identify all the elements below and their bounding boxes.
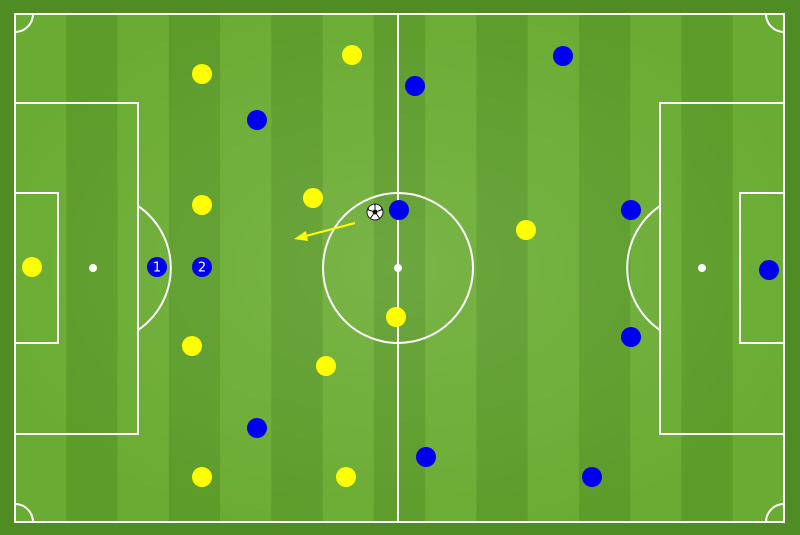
player-marker	[192, 195, 212, 215]
player-marker	[247, 418, 267, 438]
player-marker	[516, 220, 536, 240]
player-marker	[192, 257, 212, 277]
player-marker	[147, 257, 167, 277]
yellow-player	[182, 336, 202, 356]
blue-player	[553, 46, 573, 66]
player-marker	[316, 356, 336, 376]
blue-player	[247, 110, 267, 130]
player-marker	[22, 257, 42, 277]
yellow-player	[386, 307, 406, 327]
player-marker	[247, 110, 267, 130]
pass-arrow-head	[294, 231, 308, 241]
player-marker	[336, 467, 356, 487]
player-marker	[582, 467, 602, 487]
yellow-player	[192, 195, 212, 215]
corner-arc-top-left	[14, 13, 34, 33]
left-penalty-spot	[89, 264, 97, 272]
player-marker	[759, 260, 779, 280]
player-marker	[192, 467, 212, 487]
yellow-player	[342, 45, 362, 65]
center-spot	[394, 264, 402, 272]
left-penalty-arc	[137, 205, 172, 331]
blue-player	[247, 418, 267, 438]
corner-arc-bottom-left	[14, 503, 34, 523]
blue-player-1: 1	[147, 257, 167, 277]
blue-player	[582, 467, 602, 487]
yellow-goalkeeper	[22, 257, 42, 277]
blue-player	[405, 76, 425, 96]
player-marker	[192, 64, 212, 84]
corner-arc-top-right	[765, 13, 785, 33]
blue-goalkeeper	[759, 260, 779, 280]
player-number: 2	[198, 261, 206, 276]
corner-arc-bottom-right	[765, 503, 785, 523]
right-goal-area	[739, 192, 785, 344]
player-marker	[405, 76, 425, 96]
soccer-ball-icon	[366, 203, 384, 221]
pass-arrow-line	[301, 222, 356, 238]
blue-player	[621, 200, 641, 220]
center-circle	[322, 192, 474, 344]
player-marker	[621, 327, 641, 347]
player-marker	[303, 188, 323, 208]
pitch-markings	[14, 13, 785, 523]
player-marker	[621, 200, 641, 220]
player-marker	[416, 447, 436, 467]
blue-player	[416, 447, 436, 467]
pitch-spots	[89, 264, 706, 272]
right-penalty-arc	[626, 205, 661, 331]
blue-player-2: 2	[192, 257, 212, 277]
yellow-player	[303, 188, 323, 208]
right-penalty-spot	[698, 264, 706, 272]
yellow-player	[516, 220, 536, 240]
yellow-player	[316, 356, 336, 376]
yellow-player	[192, 467, 212, 487]
player-number: 1	[153, 261, 161, 276]
left-goal-area	[14, 192, 59, 344]
pass-arrow-icon	[294, 222, 356, 241]
player-marker	[389, 200, 409, 220]
blue-player	[621, 327, 641, 347]
player-marker	[182, 336, 202, 356]
player-marker	[553, 46, 573, 66]
player-marker	[386, 307, 406, 327]
yellow-player	[192, 64, 212, 84]
yellow-player	[336, 467, 356, 487]
player-marker	[342, 45, 362, 65]
blue-player	[389, 200, 409, 220]
